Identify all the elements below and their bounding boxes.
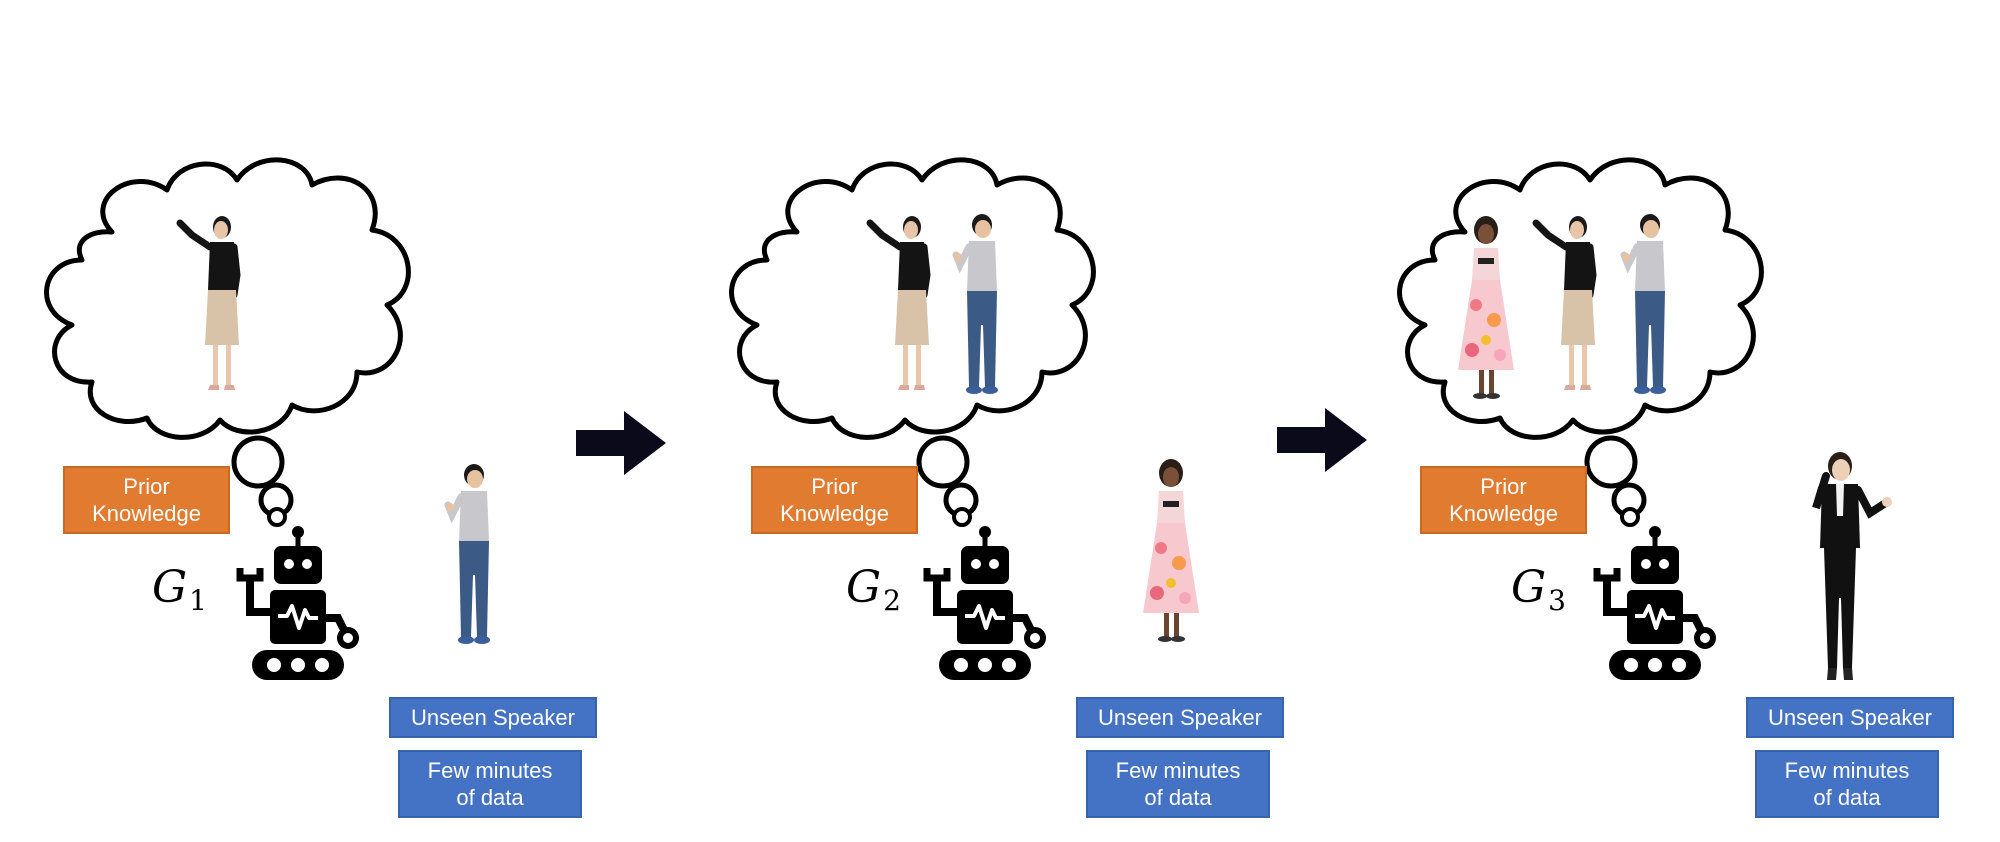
unseen-speaker-label: Unseen Speaker (1746, 697, 1954, 738)
unseen-person-boy (446, 464, 490, 644)
generator-label: G1 (152, 562, 207, 617)
right-arrow-icon (1277, 408, 1367, 472)
prior-knowledge-label: Prior Knowledge (63, 466, 230, 534)
unseen-person-girl (1143, 459, 1199, 642)
unseen-speaker-label: Unseen Speaker (1076, 697, 1284, 738)
panel-2 (732, 160, 1199, 680)
right-arrow-icon (576, 411, 666, 475)
robot-icon (927, 526, 1043, 680)
robot-icon (1597, 526, 1713, 680)
panel-3 (1400, 160, 1892, 680)
few-minutes-data-label: Few minutes of data (398, 750, 582, 818)
unseen-speaker-label: Unseen Speaker (389, 697, 597, 738)
prior-knowledge-label: Prior Knowledge (1420, 466, 1587, 534)
prior-knowledge-label: Prior Knowledge (751, 466, 918, 534)
robot-icon (240, 526, 356, 680)
generator-label: G3 (1511, 562, 1566, 617)
generator-label: G2 (846, 562, 901, 617)
unseen-person-woman-suit (1816, 452, 1892, 680)
few-minutes-data-label: Few minutes of data (1755, 750, 1939, 818)
panel-1 (47, 160, 490, 680)
few-minutes-data-label: Few minutes of data (1086, 750, 1270, 818)
